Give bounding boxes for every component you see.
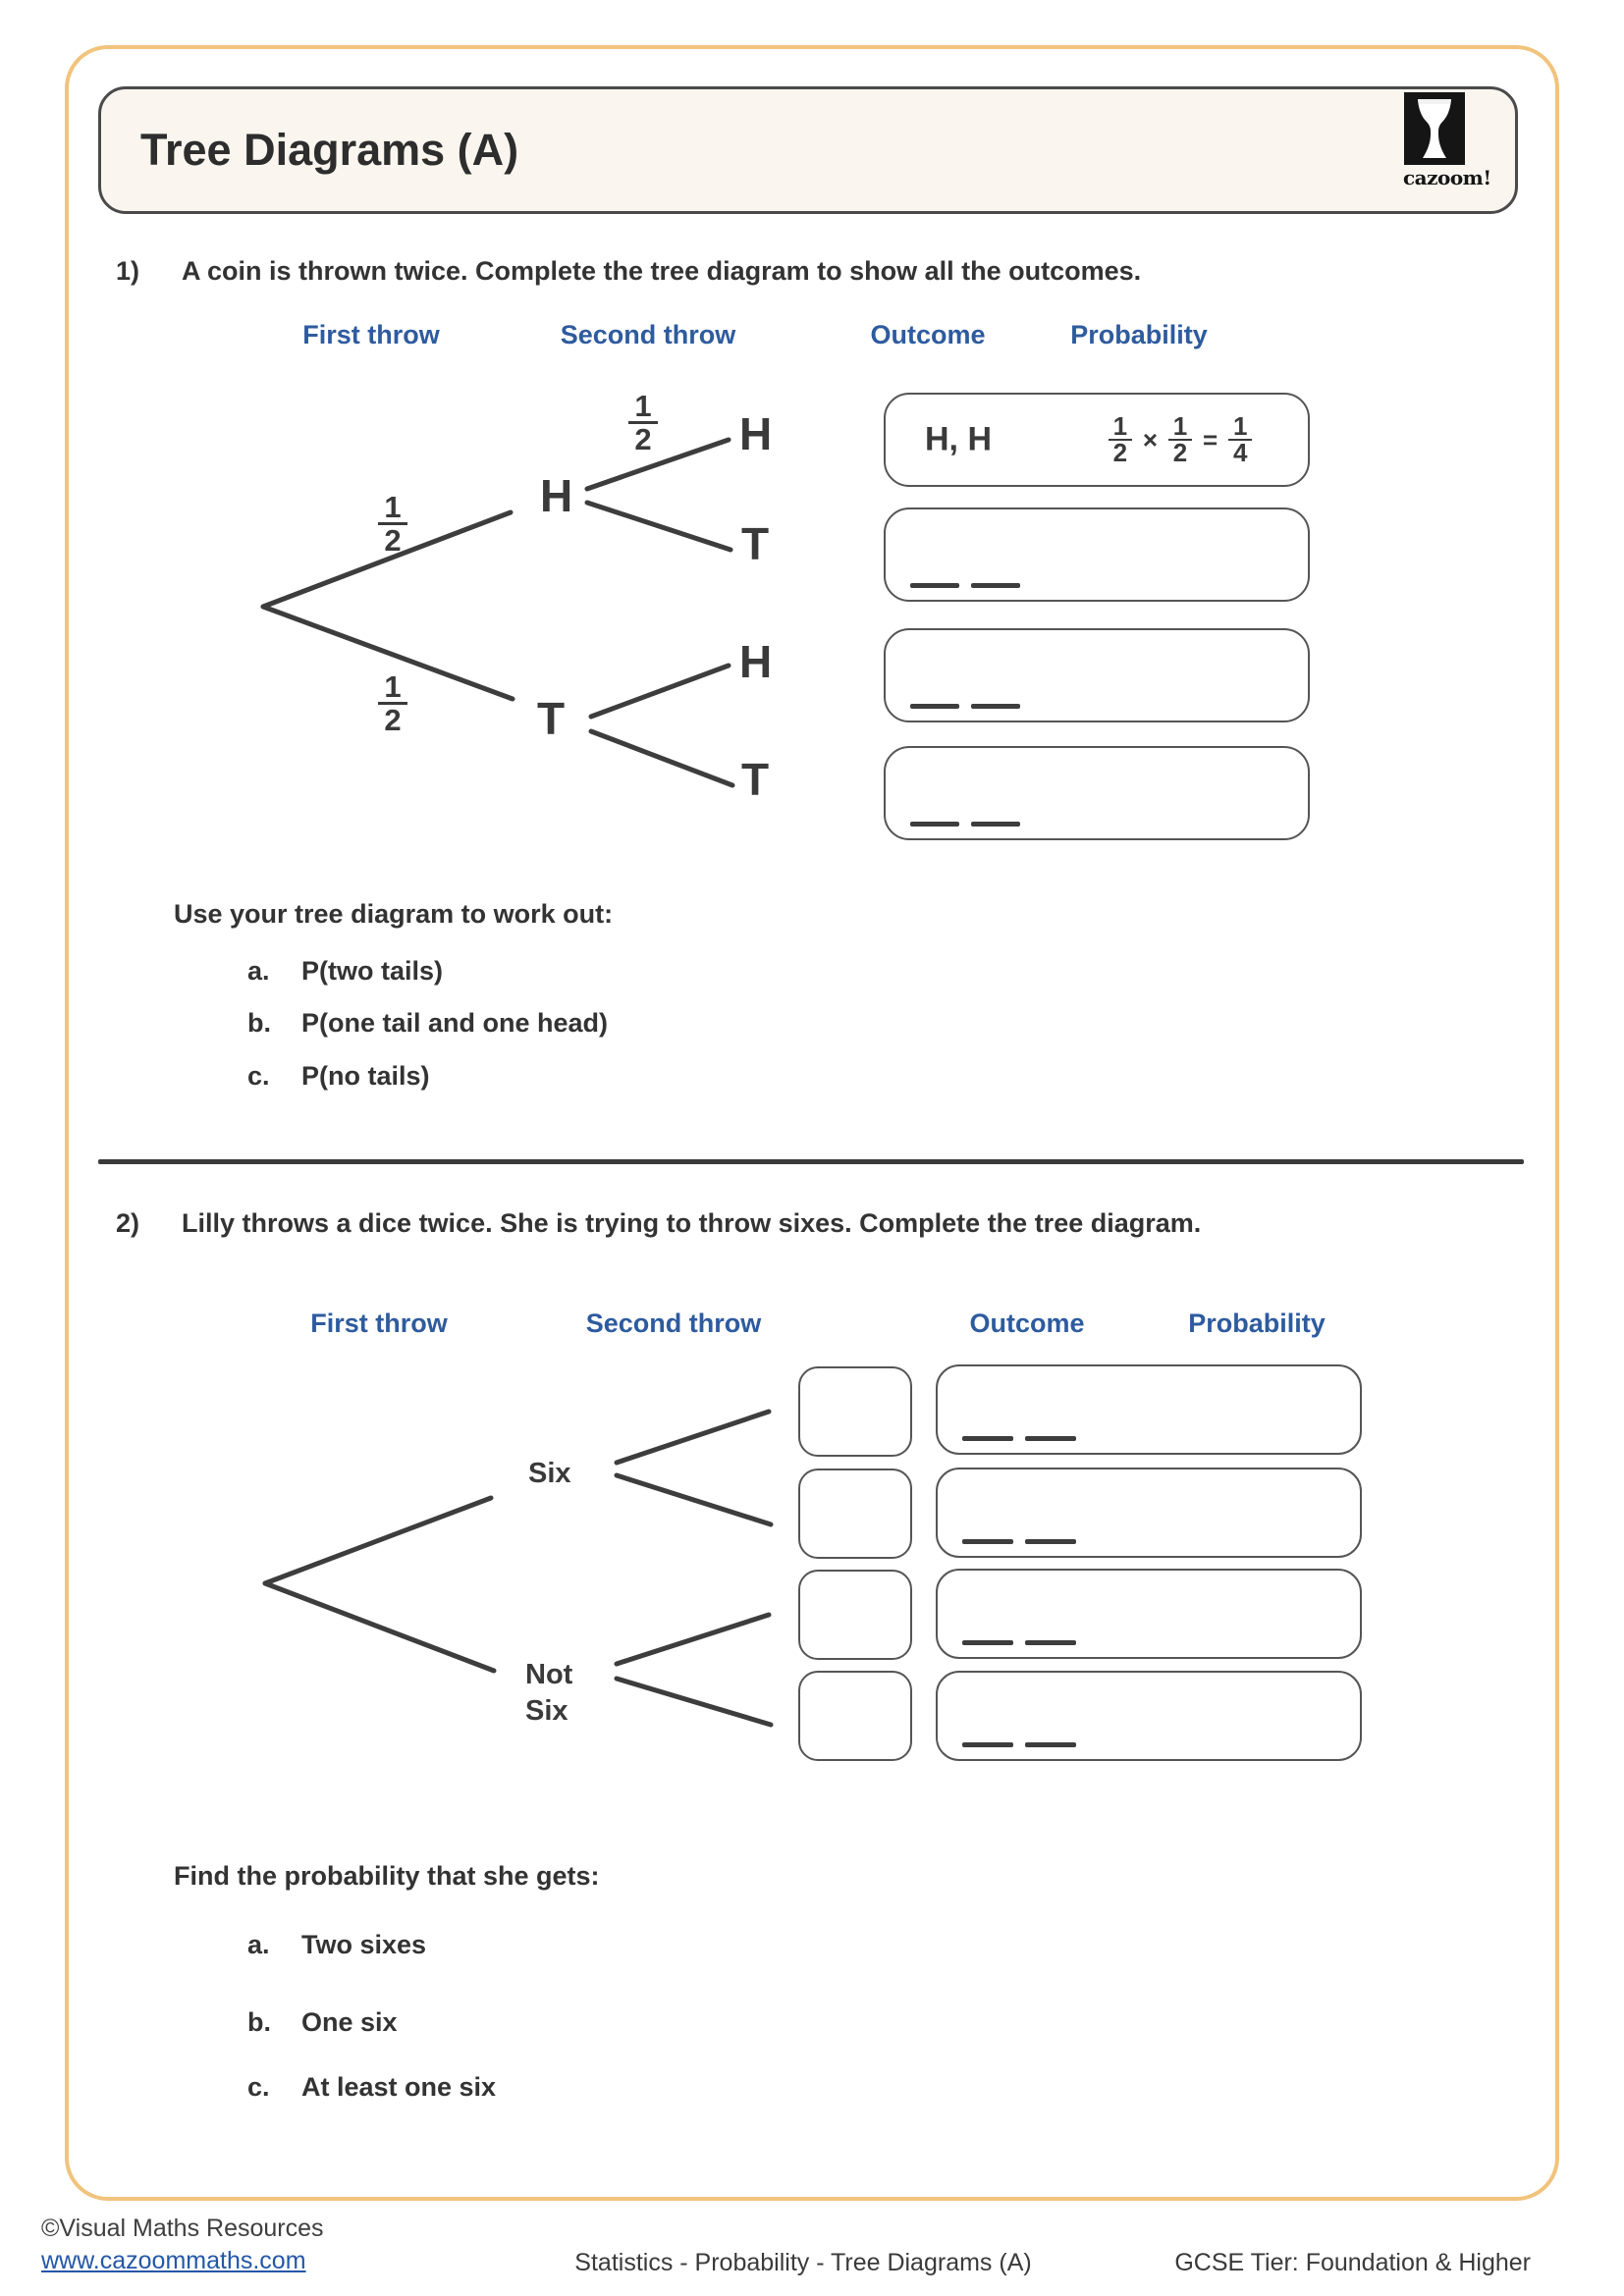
q2-column-probability: Probability (1188, 1308, 1326, 1338)
blank-line (971, 822, 1020, 827)
q1-node-second-h2: H (739, 636, 773, 687)
q2-prompt: Lilly throws a dice twice. She is trying… (182, 1208, 1202, 1238)
answer-blanks (910, 583, 1020, 588)
blank-line (962, 1436, 1013, 1441)
q2-node-not-six: Not Six (525, 1659, 573, 1727)
blank-line (962, 1640, 1013, 1645)
q1-workout-item-a: a.P(two tails) (247, 956, 444, 986)
q2-find-intro: Find the probability that she gets: (174, 1861, 600, 1891)
q1-number: 1) (116, 256, 140, 286)
footer-worksheet-path: Statistics - Probability - Tree Diagrams… (574, 2249, 1032, 2276)
header-box: Tree Diagrams (A) cazoom! (98, 86, 1518, 214)
q2-find-item-a: a.Two sixes (247, 1930, 427, 1959)
q1-fraction-first-upper: 1 2 (377, 492, 408, 556)
blank-line (962, 1742, 1013, 1747)
footer-tier: GCSE Tier: Foundation & Higher (1174, 2249, 1531, 2276)
q2-node-six: Six (528, 1458, 571, 1489)
drum-icon (1404, 92, 1465, 165)
blank-line (1025, 1539, 1076, 1544)
blank-line (971, 704, 1020, 709)
blank-line (910, 822, 959, 827)
q2-column-outcome: Outcome (969, 1308, 1085, 1338)
footer-copyright: ©Visual Maths Resources (41, 2215, 324, 2242)
q2-outcome-box-4 (936, 1671, 1362, 1761)
answer-blanks (962, 1742, 1076, 1747)
q2-second-throw-box-1 (798, 1366, 912, 1457)
answer-blanks (962, 1640, 1076, 1645)
q1-workout-item-c: c.P(no tails) (247, 1061, 430, 1091)
q1-node-second-t2: T (741, 754, 770, 805)
q1-column-outcome: Outcome (870, 320, 986, 349)
q2-number: 2) (116, 1208, 140, 1238)
q2-outcome-box-3 (936, 1569, 1362, 1659)
blank-line (910, 704, 959, 709)
q1-tree-lines (260, 437, 735, 788)
brand-text: cazoom! (1403, 166, 1491, 189)
cazoom-logo: cazoom! (1403, 92, 1491, 189)
q1-column-probability: Probability (1070, 320, 1208, 349)
fraction-bar (628, 421, 658, 424)
answer-blanks (962, 1539, 1076, 1544)
q1-node-first-t: T (537, 693, 566, 744)
footer-link[interactable]: www.cazoommaths.com (41, 2247, 306, 2274)
multiply-sign: × (1142, 424, 1158, 454)
q1-fraction-second-upper: 1 2 (627, 391, 659, 454)
q1-fraction-first-lower: 1 2 (377, 671, 408, 735)
q1-outcome-box-2 (884, 507, 1310, 602)
q2-find-item-b: b.One six (247, 2007, 398, 2037)
blank-line (1025, 1742, 1076, 1747)
q2-second-throw-box-3 (798, 1570, 912, 1660)
q2-second-throw-box-2 (798, 1468, 912, 1559)
page-border (65, 45, 1559, 2201)
q1-node-first-h: H (540, 470, 573, 521)
blank-line (971, 583, 1020, 588)
blank-line (1025, 1436, 1076, 1441)
q1-column-first-throw: First throw (302, 320, 440, 349)
q1-node-second-h1: H (739, 408, 773, 459)
q2-outcome-box-1 (936, 1364, 1362, 1455)
q1-workout-item-b: b.P(one tail and one head) (247, 1008, 609, 1038)
answer-blanks (910, 822, 1020, 827)
page-title: Tree Diagrams (A) (140, 125, 519, 175)
q1-outcome-box-3 (884, 628, 1310, 722)
fraction-bar (378, 702, 407, 705)
q2-tree-lines (262, 1409, 774, 1728)
answer-blanks (962, 1436, 1076, 1441)
q2-outcome-box-2 (936, 1468, 1362, 1558)
fraction-bar (378, 522, 407, 525)
blank-line (962, 1539, 1013, 1544)
q2-second-throw-box-4 (798, 1671, 912, 1761)
blank-line (1025, 1640, 1076, 1645)
q1-outcome-box-4 (884, 746, 1310, 840)
section-divider (98, 1159, 1524, 1164)
q1-node-second-t1: T (741, 518, 770, 569)
q1-outcome-1-text: H, H (925, 420, 992, 458)
q2-column-second-throw: Second throw (585, 1308, 762, 1338)
q2-find-item-c: c.At least one six (247, 2072, 497, 2102)
equals-sign: = (1203, 424, 1218, 454)
q2-column-first-throw: First throw (310, 1308, 448, 1338)
blank-line (910, 583, 959, 588)
answer-blanks (910, 704, 1020, 709)
q1-prompt: A coin is thrown twice. Complete the tre… (182, 256, 1142, 286)
q1-column-second-throw: Second throw (560, 320, 736, 349)
q1-workout-intro: Use your tree diagram to work out: (174, 899, 614, 929)
